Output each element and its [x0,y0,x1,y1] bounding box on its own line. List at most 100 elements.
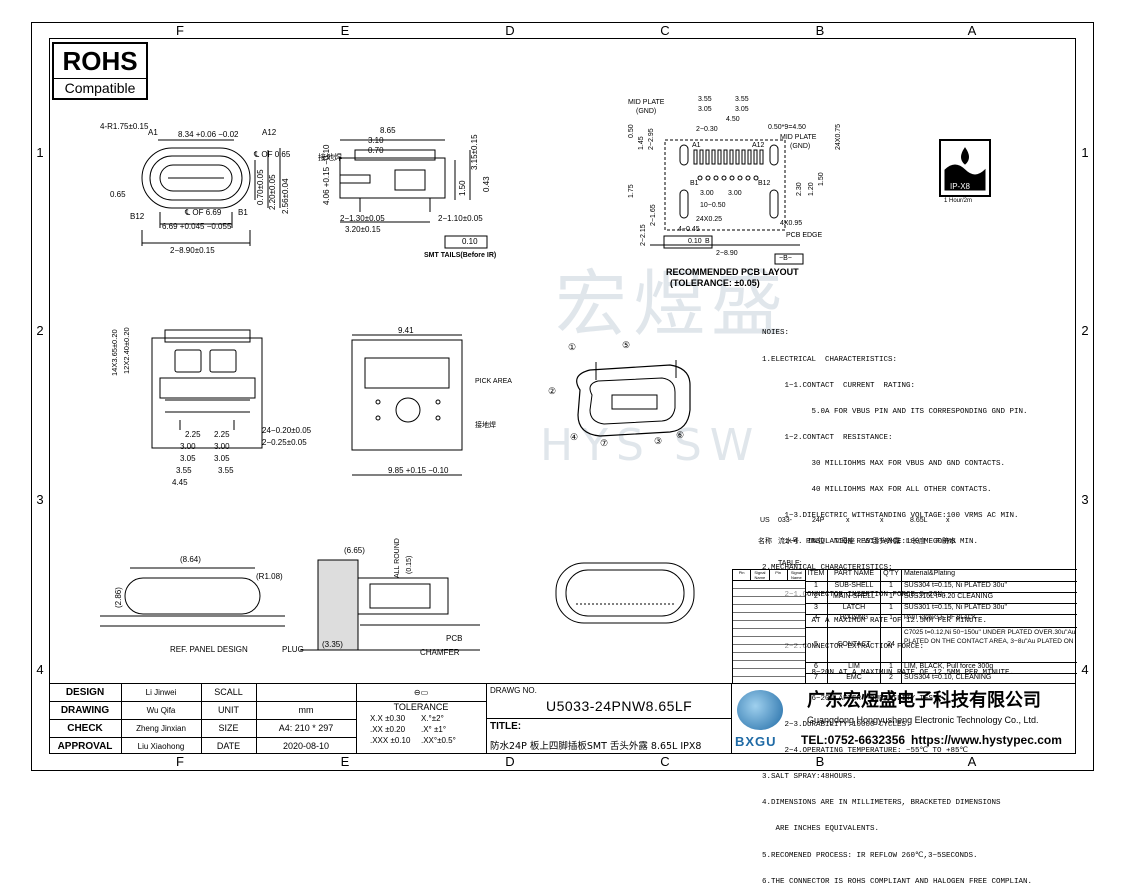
pcb-dim-1-45: 1.45 [638,136,645,150]
pcb-mid-plate-left: MID PLATE [628,99,665,106]
company-logo-text: BXGU [735,734,777,749]
dim-4-45: 4.45 [172,478,188,487]
pcb-a1: A1 [692,142,701,149]
part-code-desc-3: PIN位 [806,538,825,545]
dim-9-85: 9.85 +0.15 −0.10 [388,466,449,475]
tb-date-label: DATE [216,741,241,751]
tb-approval-label: APPROVAL [57,741,113,752]
zone-col-d-bottom: D [505,754,515,769]
dim-3-05-b: 3.05 [214,454,230,463]
notes-line: 1−4. INSULATION RESISTANCE:100 MEGOHMS M… [762,538,979,547]
pcb-gnd-right: (GND) [790,143,811,150]
front-view-mid [151,329,263,449]
pcb-layout-view [650,139,804,265]
dim-3-20: 3.20±0.15 [345,225,381,234]
notes-line: 6.THE CONNECTOR IS ROHS COMPLIANT AND HA… [762,877,1033,886]
bom-row: 7 EMC 2 SUS304 t=0.10, CLEANING [805,674,1077,684]
tb-unit-value: mm [256,702,356,720]
pcb-dim-24x0-25: 24X0.25 [696,216,723,223]
notes-line: 2−4.OPERATING TEMPERATURE: −55℃ TO +85℃ [762,747,968,756]
dim-9-41: 9.41 [398,326,414,335]
pcb-mid-plate-right: MID PLATE [780,134,817,141]
pcb-dim-24x0-75: 24X0.75 [835,123,842,150]
pcb-dim-3-05-a: 3.05 [698,106,712,113]
notes-line: 2−3.DURABILITY:10000 CYCLES. [762,721,911,730]
pcb-dim-3-00-a: 3.00 [700,190,714,197]
panel-dim-3-35: (3.35) [322,640,343,649]
part-code-3: 24P [812,517,825,524]
company-logo-icon [737,690,783,730]
callout-6: ⑥ [676,430,685,440]
zone-col-e-bottom: E [340,754,350,769]
tb-title-label: TITLE: [490,721,522,732]
pcb-dim-2-0-30: 2−0.30 [696,126,718,133]
dim-3-00-a: 3.00 [180,442,196,451]
tb-check-label: CHECK [49,720,121,738]
zone-row-2-right: 2 [1081,323,1089,338]
notes-line: 30 MILLIOHMS MAX FOR VBUS AND GND CONTAC… [762,459,1006,468]
notes-line: 4.DIMENSIONS ARE IN MILLIMETERS, BRACKET… [762,799,1001,808]
notes-line: 1.ELECTRICAL CHARACTERISTICS: [762,355,898,364]
dim-0-70: 0.70±0.05 [256,169,265,205]
bom-header-qty: Q'TY [881,570,902,581]
notes-line: 8~20N AT A MAXIMUN RATE OF 12.5MM PER MI… [762,668,1015,677]
dim-0-10: 0.10 [462,237,478,246]
zone-col-f-bottom: F [176,754,184,769]
dim-2-25-b: 2.25 [214,430,230,439]
notes-line: 3.SALT SPRAY:48HOURS. [762,773,857,782]
zone-row-2-left: 2 [36,323,44,338]
pcb-dim-2-8-90: 2−8.90 [716,250,738,257]
pcb-dim-3-00-b: 3.00 [728,190,742,197]
pcb-layout-title: RECOMMENDED PCB LAYOUT [666,267,799,277]
dim-b1: B1 [238,208,248,217]
part-code-desc-7: F:防水 [936,538,957,545]
pcb-dim-3-05-b: 3.05 [735,106,749,113]
tb-scall-label: SCALL [201,684,256,702]
ipx8-sub: 1 Hour/2m [944,198,973,204]
pcb-a12: A12 [752,142,765,149]
company-name-cn: 广东宏煜盛电子科技有限公司 [807,690,1041,711]
dim-1-50: 1.50 [458,180,467,196]
bom-row: 4 HOUSING 1 PA9T+30%G.F, HF BLACK [805,615,1077,628]
tb-title: 防水24P 板上四脚插板SMT 舌头外露 8.65L IPX8 [490,741,702,752]
bom-table: TABLE: Pin Signal Name Pin Signal Name I… [732,560,1077,684]
tb-check-name: Zheng Jinxian [121,720,201,738]
dim-12x2-40: 12X2.40±0.20 [122,327,131,374]
pcb-dim-2-1-65: 2−1.65 [650,204,657,226]
part-code-5: x [880,517,884,524]
pcb-dim-10x0-50: 10−0.50 [700,202,726,209]
pcb-dim-pitch: 0.50*9=4.50 [768,124,806,131]
pcb-pad-row-top [693,149,764,165]
dim-b12: B12 [130,212,145,221]
dim-2-20: 2.20±0.05 [268,174,277,210]
zone-row-1-right: 1 [1081,145,1089,160]
pcb-dim-2-30: 2.30 [796,182,803,196]
dim-3-55-a: 3.55 [176,466,192,475]
zone-col-c-top: C [660,23,670,38]
tb-date-value: 2020-08-10 [282,741,330,751]
panel-design-view [100,567,285,627]
notes-line: 5.0A FOR VBUS PIN AND ITS CORRESPONDING … [762,407,1028,416]
tb-scall-value [256,684,356,702]
dim-14x3-65: 14X3.65±0.20 [110,329,119,376]
zone-col-b-bottom: B [815,754,825,769]
notes-line: 6~20N AFTER DURABILITY TEST. [762,694,943,703]
callout-7: ⑦ [600,438,609,448]
callout-2: ② [548,386,557,396]
rohs-badge: ROHS Compatible [52,42,148,100]
zone-row-3-left: 3 [36,492,44,507]
tb-design-label: DESIGN [49,684,121,702]
tb-unit-label: UNIT [201,702,256,720]
part-code-4: x [846,517,850,524]
drawing-outer-frame [31,22,1094,771]
notes-line: NOIES: [762,329,790,338]
tb-size-label: SIZE [201,720,256,738]
dim-0-65: 0.65 [110,190,126,199]
dim-cl-0-65: ℄ OF 0.65 [254,150,291,159]
dim-2-25-a: 2.25 [185,430,201,439]
dim-1-10: 2−1.10±0.05 [438,214,483,223]
pin-header: Pin [770,570,788,580]
pcb-layout-tolerance: (TOLERANCE: ±0.05) [670,278,760,288]
zone-row-3-right: 3 [1081,492,1089,507]
part-code-desc-2: 流水号 [778,538,799,545]
